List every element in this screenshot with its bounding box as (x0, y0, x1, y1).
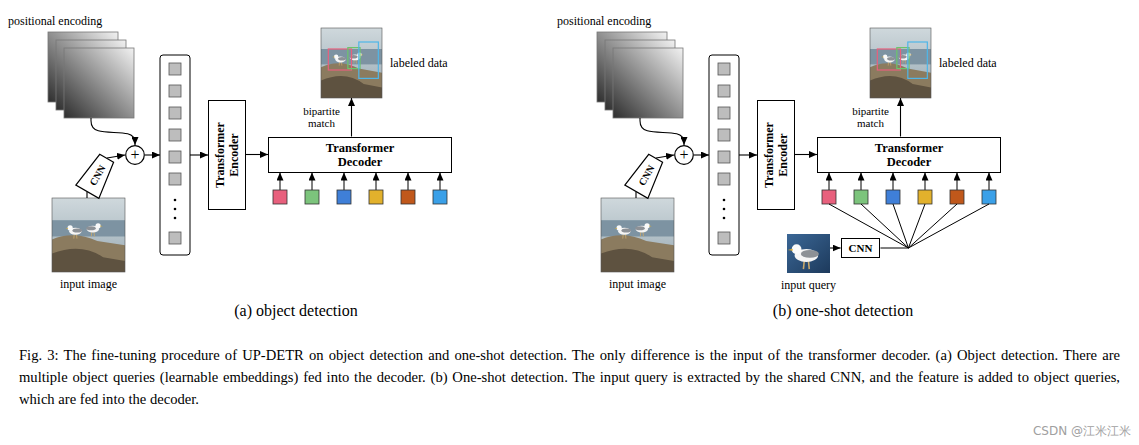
node-label: Transformer Encoder (762, 110, 790, 200)
photo (870, 28, 931, 98)
photo (52, 198, 125, 272)
edge-label: bipartite match (297, 105, 347, 129)
connector-arrow (900, 98, 901, 137)
positional-encoding: positional encoding (48, 32, 134, 118)
object-queries (822, 173, 996, 205)
input-query: input query (787, 234, 830, 273)
gull-figure (788, 244, 819, 269)
node-label: CNN (849, 242, 873, 254)
flow-arrows (145, 155, 208, 156)
subfigure-label: (b) one-shot detection (773, 302, 913, 320)
cnn-backbone: CNN (624, 151, 668, 200)
image-label: input query (781, 278, 836, 292)
watermark: CSDN @江米江米 (1033, 424, 1131, 438)
flow-arrows (694, 155, 757, 156)
image-label: labeled data (390, 56, 448, 70)
labeled-data: labeled data (870, 28, 931, 98)
positional-encoding-stack (597, 32, 683, 118)
connector-arrow (91, 118, 135, 145)
photo (601, 198, 674, 272)
connector-arrow (640, 118, 684, 145)
gull-figure (86, 223, 103, 236)
token-column (709, 55, 739, 255)
node-label: Transformer Decoder (318, 141, 402, 169)
sum-node: + (674, 145, 694, 165)
input-image: input image (601, 198, 674, 272)
node-label: + (679, 147, 688, 163)
positional-encoding: positional encoding (597, 32, 683, 118)
cnn-box: CNN (841, 238, 881, 258)
gull-figure (881, 55, 895, 66)
image-label: positional encoding (8, 14, 102, 28)
photo (321, 28, 382, 98)
connector-arrow (830, 247, 841, 248)
connector-arrow (86, 192, 87, 198)
node-label: Transformer Decoder (867, 141, 951, 169)
image-label: labeled data (939, 56, 997, 70)
decoder-box: Transformer Decoder (817, 137, 1001, 173)
node-label: Transformer Encoder (213, 110, 241, 200)
object-queries (273, 173, 447, 205)
edge-label: bipartite match (846, 105, 896, 129)
node-label: + (130, 147, 139, 163)
query-photo (787, 234, 830, 273)
decoder-box: Transformer Decoder (268, 137, 452, 173)
gull-figure (614, 225, 631, 238)
connector-arrow (656, 155, 674, 158)
input-image: input image (52, 198, 125, 272)
image-label: input image (609, 277, 666, 291)
image-label: positional encoding (557, 14, 651, 28)
gull-figure (332, 55, 346, 66)
gull-figure (635, 223, 652, 236)
subfigure-label: (a) object detection (234, 302, 358, 320)
encoder-box: Transformer Encoder (208, 100, 246, 210)
positional-encoding-stack (48, 32, 134, 118)
sum-node: + (125, 145, 145, 165)
gull-figure (65, 225, 82, 238)
figure-caption: Fig. 3: The fine-tuning procedure of UP-… (19, 344, 1120, 410)
connector-arrow (246, 154, 268, 155)
image-label: input image (60, 277, 117, 291)
encoder-box: Transformer Encoder (757, 100, 795, 210)
connector-arrow (107, 155, 125, 158)
cnn-backbone: CNN (75, 151, 119, 200)
connector-arrow (795, 154, 817, 155)
connector-arrow (635, 192, 636, 198)
token-column (160, 55, 190, 255)
connector-arrow (351, 98, 352, 137)
labeled-data: labeled data (321, 28, 382, 98)
